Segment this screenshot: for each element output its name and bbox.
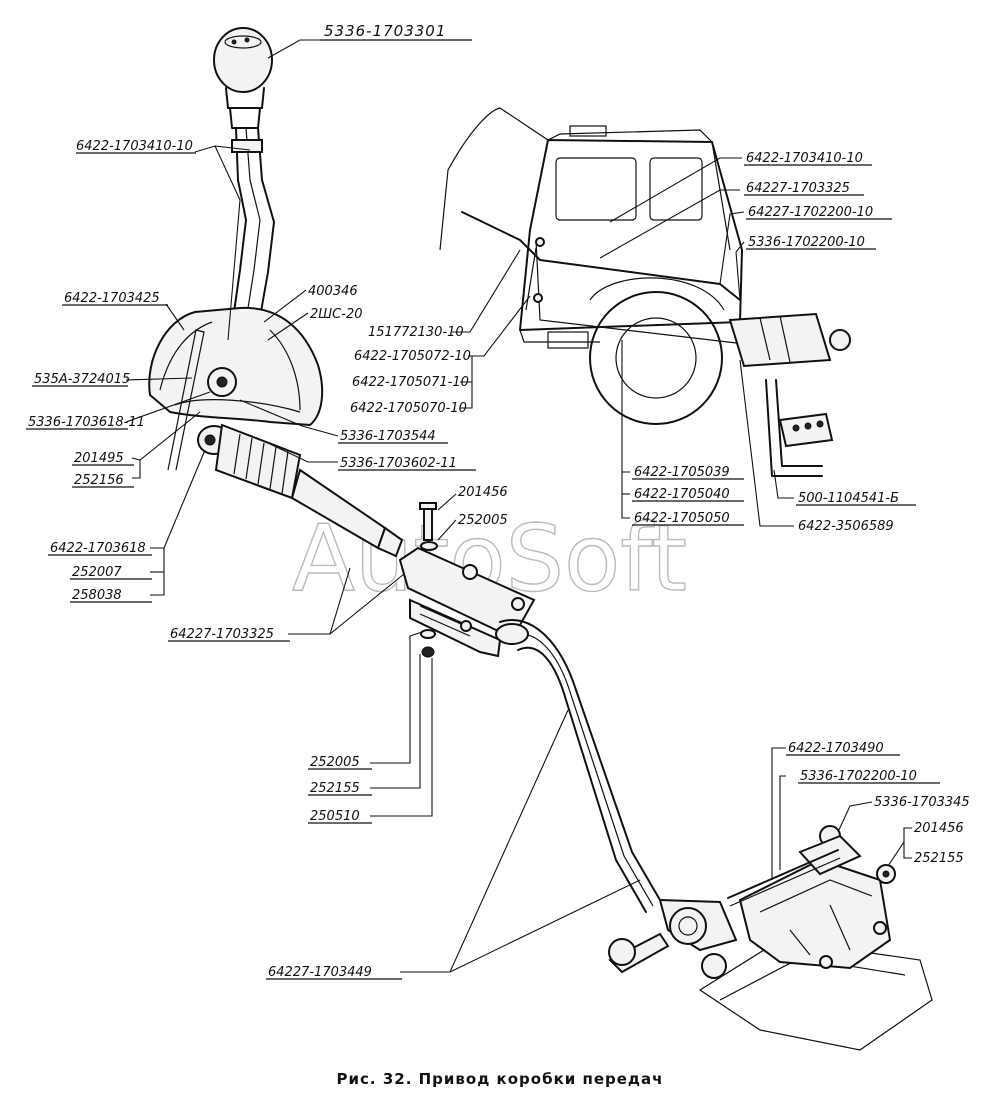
label-252156: 252156 — [74, 473, 124, 488]
label-lever-left: 6422-1703410-10 — [76, 139, 193, 154]
label-6422-1705071-10: 6422-1705071-10 — [352, 375, 469, 390]
label-252005-top: 252005 — [458, 513, 508, 528]
bellows-rod-drawing — [197, 423, 404, 558]
label-6422-1705070-10: 6422-1705070-10 — [350, 401, 467, 416]
label-64227-1703325-right: 64227-1703325 — [746, 181, 850, 196]
lever-boot-drawing — [148, 306, 324, 471]
label-gear-knob: 5336-1703301 — [324, 22, 446, 40]
label-5336-1702200-10-box: 5336-1702200-10 — [800, 769, 917, 784]
truck-cab-drawing — [439, 107, 851, 477]
label-250510: 250510 — [310, 809, 360, 824]
label-252155-box: 252155 — [914, 851, 964, 866]
label-6422-1705040: 6422-1705040 — [634, 487, 730, 502]
label-500-1104541-b: 500-1104541-Б — [798, 491, 899, 506]
label-5336-1703345: 5336-1703345 — [874, 795, 970, 810]
label-6422-3506589: 6422-3506589 — [798, 519, 894, 534]
label-5336-1703544: 5336-1703544 — [340, 429, 436, 444]
label-64227-1703449: 64227-1703449 — [268, 965, 372, 980]
label-201495: 201495 — [74, 451, 124, 466]
label-6422-1703618: 6422-1703618 — [50, 541, 146, 556]
label-rod-535a: 535А-3724015 — [34, 372, 130, 387]
label-lever-right: 6422-1703410-10 — [746, 151, 863, 166]
label-252005-bottom: 252005 — [310, 755, 360, 770]
label-2shs-20: 2ШС-20 — [310, 307, 362, 322]
label-258038: 258038 — [72, 588, 122, 603]
label-400346: 400346 — [308, 284, 358, 299]
label-201456-box: 201456 — [914, 821, 964, 836]
label-252155-bottom: 252155 — [310, 781, 360, 796]
label-6422-1705050: 6422-1705050 — [634, 511, 730, 526]
label-boot: 6422-1703425 — [64, 291, 160, 306]
label-64227-1703325-left: 64227-1703325 — [170, 627, 274, 642]
label-201456-top: 201456 — [458, 485, 508, 500]
part-number-labels: 5336-1703301 6422-1703410-10 6422-170342… — [26, 22, 970, 980]
label-252007: 252007 — [72, 565, 122, 580]
label-64227-1702200-10: 64227-1702200-10 — [748, 205, 873, 220]
curved-shaft-drawing — [495, 619, 661, 913]
label-5336-1703618-11: 5336-1703618-11 — [28, 415, 145, 430]
label-5336-1703602-11: 5336-1703602-11 — [340, 456, 457, 471]
figure-caption: Рис. 32. Привод коробки передач — [336, 1070, 664, 1088]
label-6422-1705039: 6422-1705039 — [634, 465, 730, 480]
gearshift-drive-drawing: AutoSoft — [26, 22, 970, 1051]
label-6422-1703490: 6422-1703490 — [788, 741, 884, 756]
label-151772130-10: 151772130-10 — [368, 325, 464, 340]
label-6422-1705072-10: 6422-1705072-10 — [354, 349, 471, 364]
label-5336-1702200-10-cab: 5336-1702200-10 — [748, 235, 865, 250]
gear-lever-drawing — [213, 27, 275, 341]
gearbox-mechanism-drawing — [608, 825, 933, 1051]
leader-lines — [125, 39, 912, 973]
